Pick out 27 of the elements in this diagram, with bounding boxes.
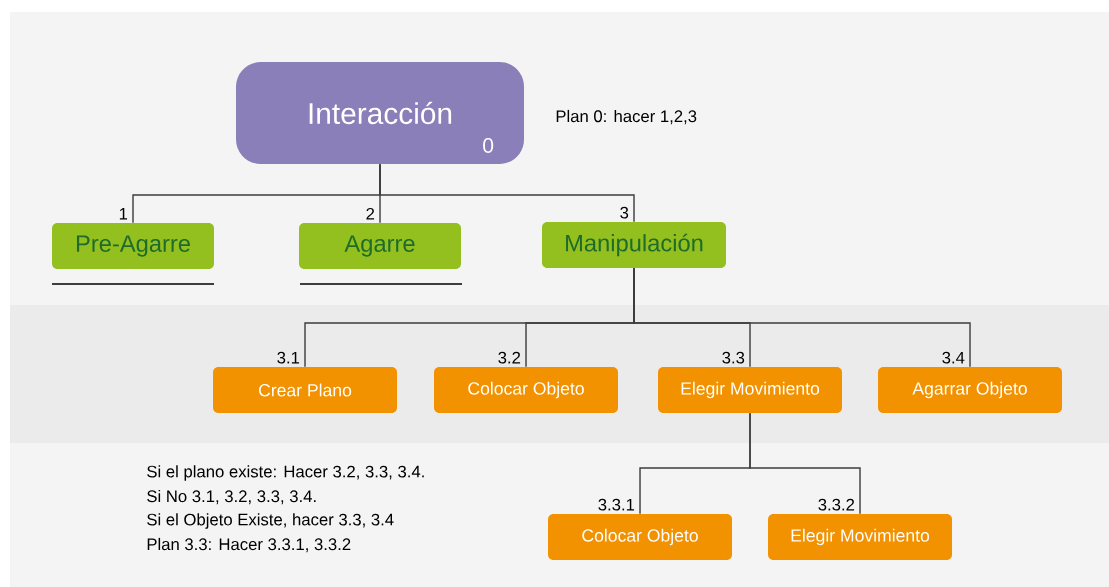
edge-label: 3 xyxy=(620,206,629,219)
plan-note: Si el Objeto Existe, hacer 3.3, 3.4 xyxy=(147,513,394,529)
edge-label: 3.3.2 xyxy=(818,498,855,511)
subtask-box: Elegir Movimiento xyxy=(768,514,952,560)
edge-label: 3.4 xyxy=(942,351,965,364)
plan-note: Plan 0: hacer 1,2,3 xyxy=(556,109,697,125)
subtask-box: Colocar Objeto xyxy=(548,514,732,560)
task-box: Pre-Agarre xyxy=(52,223,214,269)
subtask-box: Agarrar Objeto xyxy=(878,367,1062,413)
connector-line xyxy=(749,412,861,515)
edge-label: 2 xyxy=(366,207,375,220)
plan-note: Si el plano existe: Hacer 3.2, 3.3, 3.4. xyxy=(147,465,424,481)
task-box: Agarre xyxy=(299,223,461,269)
subtask-box: Crear Plano xyxy=(213,367,397,413)
plan-note: Si No 3.1, 3.2, 3.3, 3.4. xyxy=(147,489,316,505)
edge-label: 3.3 xyxy=(722,351,745,364)
subtask-box: Colocar Objeto xyxy=(434,367,618,413)
node-number: 0 xyxy=(483,138,494,153)
task-box: Manipulación xyxy=(542,222,726,268)
edge-label: 3.1 xyxy=(277,351,300,364)
edge-label: 1 xyxy=(119,208,128,220)
edge-label: 3.2 xyxy=(498,351,521,364)
edge-label: 3.3.1 xyxy=(598,498,635,511)
connector-line xyxy=(633,267,971,368)
plan-note: Plan 3.3: Hacer 3.3.1, 3.3.2 xyxy=(147,537,351,553)
connector-line xyxy=(379,163,635,223)
subtask-box: Elegir Movimiento xyxy=(658,367,842,413)
